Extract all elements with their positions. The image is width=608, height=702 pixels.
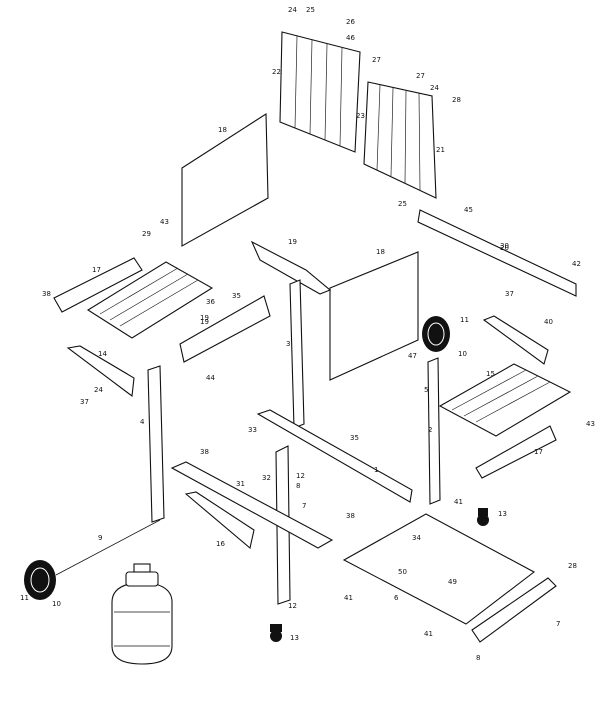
part-label: 5	[424, 386, 428, 394]
lower-bracket	[184, 491, 255, 550]
part-label: 38	[200, 448, 209, 456]
shelf-bracket	[179, 295, 271, 363]
part-label: 25	[306, 6, 315, 14]
part-label: 45	[464, 206, 473, 214]
part-label: 44	[206, 374, 215, 382]
part-label: 46	[346, 34, 355, 42]
part-label: 27	[372, 56, 381, 64]
part-label: 8	[476, 654, 480, 662]
part-label: 37	[505, 290, 514, 298]
part-label: 14	[98, 350, 107, 358]
part-label: 4	[140, 418, 145, 426]
part-label: 50	[398, 568, 407, 576]
part-label: 1	[374, 466, 378, 474]
part-label: 23	[356, 112, 365, 120]
part-label: 18	[218, 126, 227, 134]
part-label: 43	[160, 218, 169, 226]
part-label: 40	[544, 318, 553, 326]
part-label: 12	[296, 472, 305, 480]
lower-rail	[170, 461, 334, 549]
part-label: 19	[200, 314, 209, 322]
part-label: 43	[586, 420, 595, 428]
part-label: 21	[436, 146, 445, 154]
part-label: 7	[556, 620, 560, 628]
part-label: 22	[272, 68, 281, 76]
rear-rail	[471, 577, 557, 643]
part-label: 25	[398, 200, 407, 208]
part-label: 30	[500, 242, 509, 250]
part-label: 36	[206, 298, 215, 306]
part-label: 3	[286, 340, 290, 348]
part-label: 20	[500, 244, 509, 252]
part-label: 24	[288, 6, 297, 14]
left-slat-shelf	[86, 261, 214, 339]
part-label: 41	[344, 594, 353, 602]
part-label: 41	[454, 498, 463, 506]
part-label: 35	[232, 292, 241, 300]
part-label: 7	[302, 502, 306, 510]
part-label: 6	[394, 594, 399, 602]
right-handle-bar	[475, 425, 557, 479]
top-rail	[417, 209, 577, 297]
part-label: 19	[200, 318, 209, 326]
right-leg	[427, 357, 441, 505]
part-label: 9	[98, 534, 102, 542]
part-label: 13	[290, 634, 299, 642]
part-label: 11	[20, 594, 29, 602]
left-arm-bracket	[66, 345, 135, 398]
part-label: 24	[430, 84, 439, 92]
top-bracket	[250, 240, 332, 295]
part-label: 28	[568, 562, 577, 570]
part-label: 38	[346, 512, 355, 520]
side-panel-right	[329, 251, 419, 381]
part-label: 41	[424, 630, 433, 638]
part-label: 17	[534, 448, 543, 456]
propane-tank	[111, 563, 173, 665]
part-label: 15	[486, 370, 495, 378]
part-label: 8	[296, 482, 300, 490]
part-label: 10	[52, 600, 61, 608]
part-label: 18	[376, 248, 385, 256]
part-label: 19	[288, 238, 297, 246]
part-label: 28	[452, 96, 461, 104]
part-label: 42	[572, 260, 581, 268]
wheel-right	[422, 316, 450, 352]
front-beam	[256, 409, 413, 503]
part-label: 10	[458, 350, 467, 358]
part-label: 31	[236, 480, 245, 488]
right-slat-shelf	[438, 363, 572, 437]
part-label: 34	[412, 534, 421, 542]
right-arm-bracket	[482, 315, 549, 365]
back-slat-panel	[279, 31, 361, 153]
caster-rear	[477, 508, 489, 526]
part-label: 38	[42, 290, 51, 298]
part-label: 29	[142, 230, 151, 238]
part-label: 24	[94, 386, 103, 394]
bottom-tray	[342, 513, 536, 625]
left-leg	[147, 365, 165, 523]
center-leg	[289, 279, 305, 429]
part-label: 32	[262, 474, 271, 482]
part-label: 49	[448, 578, 457, 586]
part-label: 47	[408, 352, 417, 360]
part-label: 17	[92, 266, 101, 274]
side-slat-panel	[363, 81, 437, 199]
caster-front	[270, 624, 282, 642]
part-label: 16	[216, 540, 225, 548]
part-label: 33	[248, 426, 257, 434]
left-handle-bar	[53, 257, 143, 313]
part-label: 12	[288, 602, 297, 610]
axle	[55, 519, 161, 576]
part-label: 13	[498, 510, 507, 518]
part-label: 35	[350, 434, 359, 442]
part-label: 2	[428, 426, 432, 434]
large-panel	[181, 113, 269, 247]
wheel-left	[24, 560, 56, 600]
part-label: 37	[80, 398, 89, 406]
part-label: 26	[346, 18, 355, 26]
part-label: 11	[460, 316, 469, 324]
part-label: 27	[416, 72, 425, 80]
